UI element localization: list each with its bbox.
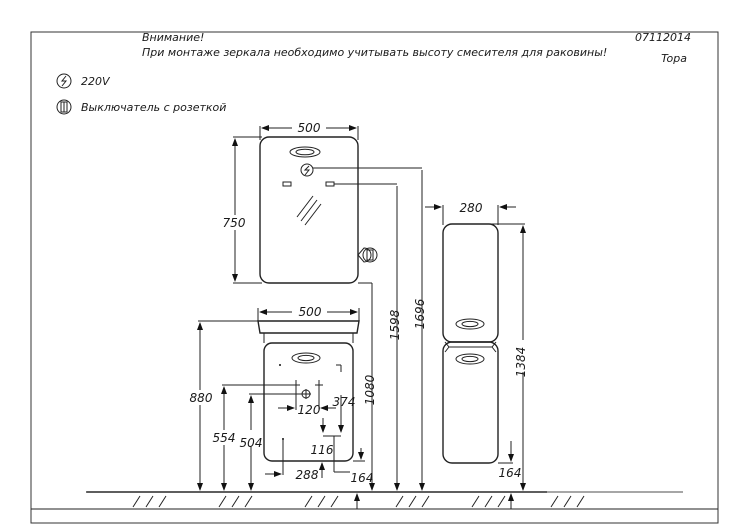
- mirror-glare: [296, 195, 322, 226]
- vanity-cabinet: [263, 342, 354, 462]
- legend-label-switch: Выключатель с розеткой: [81, 101, 226, 114]
- dim-mirror-height: 750: [223, 216, 246, 230]
- dim-drain-offset: 374: [333, 395, 356, 409]
- warning-text: При монтаже зеркала необходимо учитывать…: [142, 46, 607, 59]
- mirror-lamp-icon: [289, 146, 321, 158]
- dim-column-floor-gap: 164: [499, 466, 522, 480]
- switch-socket-icon: [56, 99, 72, 115]
- product-name: Topa: [661, 52, 687, 65]
- mirror-switch-socket-icon: [357, 247, 378, 263]
- sink: [257, 320, 360, 334]
- dim-cabinet-floor-gap: 164: [351, 471, 374, 485]
- drawing-frame: [30, 31, 719, 524]
- dim-mirror-bottom-height: 1080: [363, 374, 377, 405]
- mirror: [259, 136, 378, 284]
- dim-column-height: 1384: [514, 347, 528, 378]
- dim-sink-height: 880: [190, 391, 213, 405]
- floor-hatching: [132, 495, 585, 508]
- power-outlet-220v-icon: [56, 73, 72, 89]
- mirror-bracket-left: [282, 181, 292, 187]
- warning-title: Внимание!: [142, 31, 204, 44]
- column-lamp-upper-icon: [455, 318, 485, 330]
- dim-pipe-spacing: 120: [298, 403, 321, 417]
- dim-power-height: 1696: [413, 298, 427, 329]
- dim-column-width: 280: [460, 201, 483, 215]
- dim-sink-width: 500: [299, 305, 322, 319]
- water-pipes: [292, 380, 323, 399]
- drawing-code: 07112014: [635, 31, 691, 44]
- dim-cabinet-gap: 116: [311, 443, 334, 457]
- column-lamp-lower-icon: [455, 353, 485, 365]
- mirror-power-icon: [300, 163, 314, 177]
- column-upper: [442, 223, 499, 343]
- dim-mirror-width: 500: [298, 121, 321, 135]
- legend-item-220v: 220V: [56, 73, 111, 89]
- dim-cabinet-offset-left: 288: [296, 468, 319, 482]
- dim-pipe-height-1: 554: [213, 431, 236, 445]
- cabinet-lamp-icon: [291, 352, 321, 364]
- mirror-bracket-right: [325, 181, 335, 187]
- dim-pipe-height-2: 504: [240, 436, 263, 450]
- column-lower: [442, 341, 499, 464]
- dim-outlet-height: 1598: [388, 309, 402, 340]
- legend-label-220v: 220V: [81, 75, 111, 88]
- floor: [31, 491, 718, 510]
- legend-item-switch: Выключатель с розеткой: [56, 99, 226, 115]
- column-cabinet: [442, 223, 499, 464]
